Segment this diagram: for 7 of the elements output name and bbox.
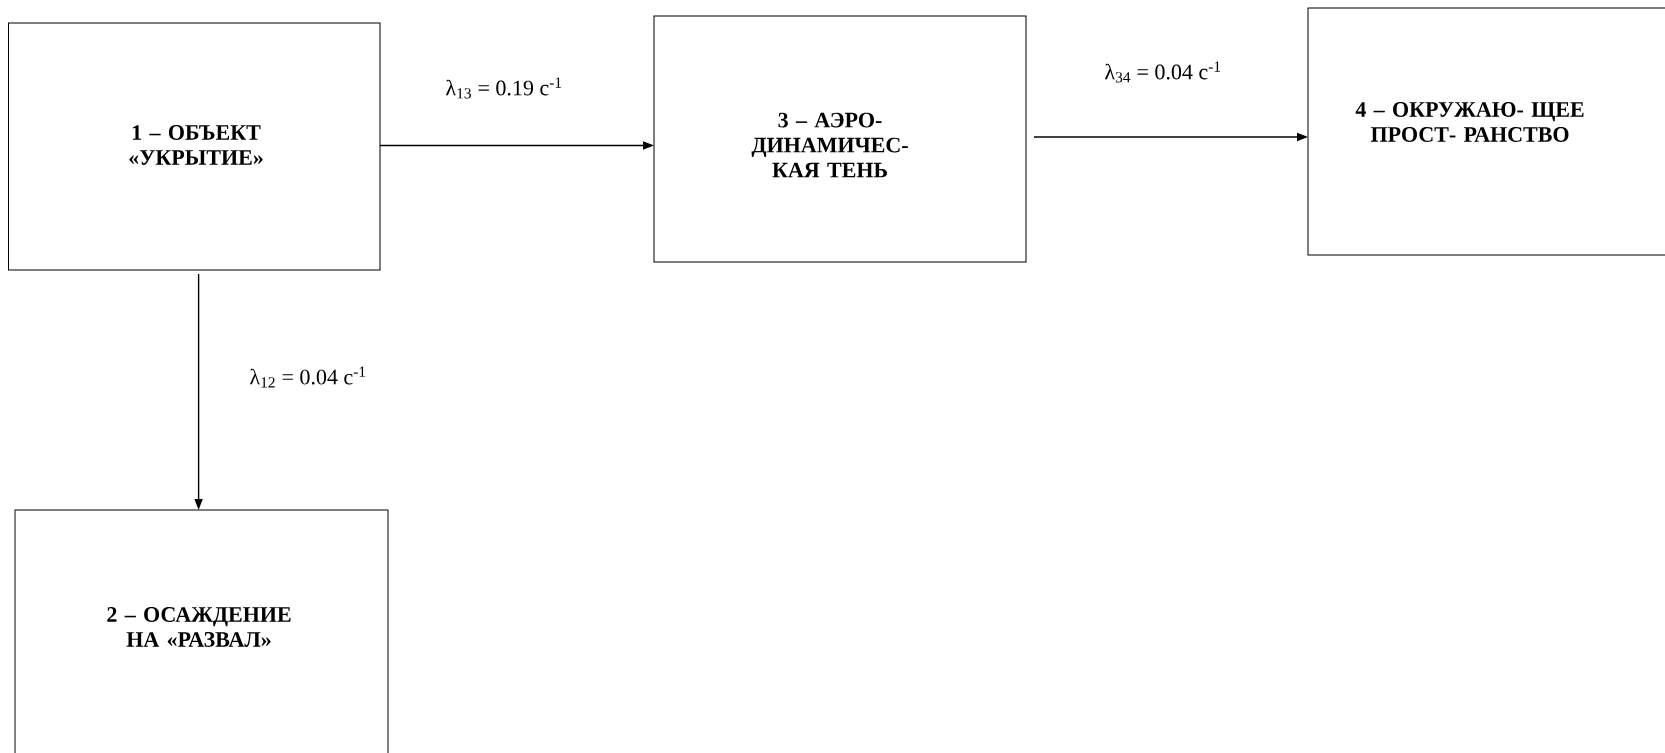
process-box: 4 – ОКРУЖАЮ- ЩЕЕ ПРОСТ- РАНСТВО <box>1307 7 1665 256</box>
edge-label: λ$_{13}$ = 0.19 с$^{-1}$ <box>446 77 562 99</box>
edge-label: λ$_{12}$ = 0.04 с$^{-1}$ <box>250 366 366 388</box>
process-box: 1 – ОБЪЕКТ «УКРЫТИЕ» <box>8 22 381 271</box>
edge-label: λ$_{34}$ = 0.04 с$^{-1}$ <box>1105 61 1221 83</box>
process-box: 2 – ОСАЖДЕНИЕ НА «РАЗВАЛ» <box>14 509 389 753</box>
process-box: 3 – АЭРО- ДИНАМИЧЕС- КАЯ ТЕНЬ <box>653 15 1027 263</box>
